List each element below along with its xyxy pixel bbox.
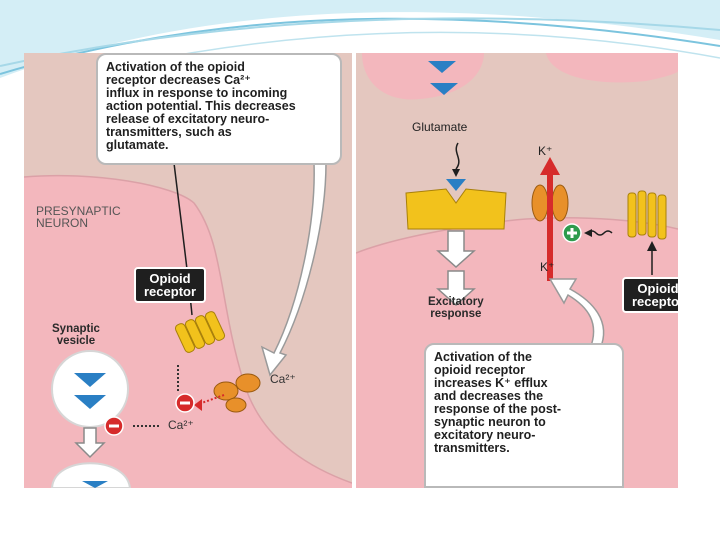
postsynaptic-panel: Glutamate K⁺ K⁺ Excitatory response Opio… [356,53,678,488]
calcium-channel [213,373,261,413]
postsynaptic-callout: Activation of the opioid receptor increa… [424,343,624,488]
glutamate-label: Glutamate [412,120,468,134]
presynaptic-panel: Activation of the opioid receptor decrea… [24,53,352,488]
synaptic-vesicle [51,350,129,428]
potassium-label-top: K⁺ [538,144,553,158]
presynaptic-neuron-label: PRESYNAPTIC NEURON [36,204,121,230]
excitatory-response-label: Excitatory response [428,296,484,320]
presynaptic-callout: Activation of the opioid receptor decrea… [96,53,342,165]
opioid-receptor-tag-left: Opioid receptor [134,267,207,303]
calcium-channel-label: Ca²⁺ [270,372,296,386]
opioid-mechanism-figure: Activation of the opioid receptor decrea… [24,53,678,488]
calcium-influx-label: Ca²⁺ [168,418,194,432]
potassium-label-bottom: K⁺ [540,260,555,274]
opioid-receptor-tag-right: Opioid receptor [622,277,678,313]
glutamate-receptor [405,179,507,230]
synaptic-vesicle-label: Synaptic vesicle [52,323,100,347]
k-efflux-arrow [547,171,553,281]
opioid-receptor-helices [174,311,226,353]
opioid-receptor-helices-right [627,190,667,240]
